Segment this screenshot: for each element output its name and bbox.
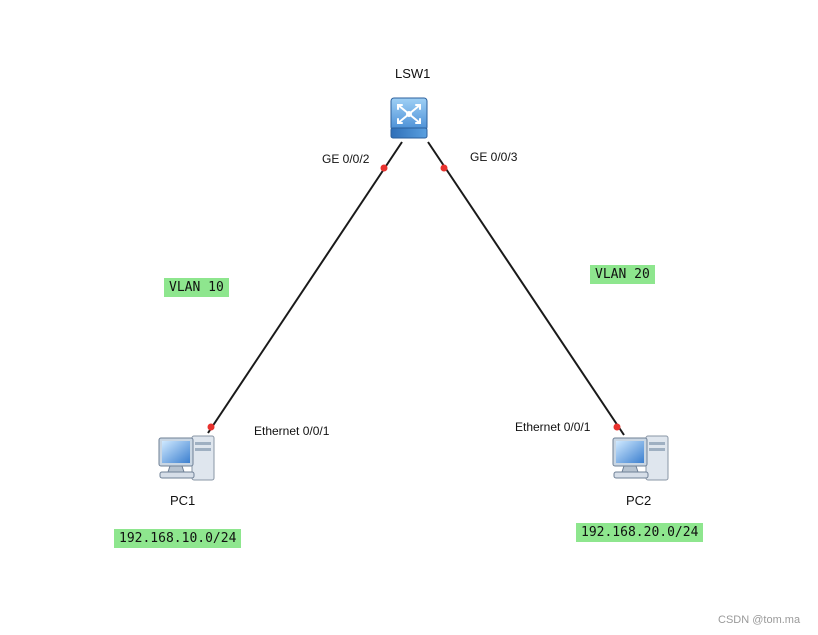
pc2[interactable] bbox=[610, 432, 672, 484]
port-label-ge-0-0-3: GE 0/0/3 bbox=[470, 150, 518, 164]
link-lsw1-pc1[interactable] bbox=[207, 141, 403, 434]
switch-label: LSW1 bbox=[395, 66, 431, 81]
pc1[interactable] bbox=[156, 432, 218, 484]
port-dot-pc1-ethernet[interactable] bbox=[207, 423, 215, 431]
port-dot-ge-0-0-2[interactable] bbox=[380, 164, 388, 172]
vlan-tag-right: VLAN 20 bbox=[590, 265, 655, 284]
port-dot-pc2-ethernet[interactable] bbox=[613, 423, 621, 431]
subnet-tag-right: 192.168.20.0/24 bbox=[576, 523, 704, 542]
switch-icon bbox=[390, 97, 428, 139]
watermark: CSDN @tom.ma bbox=[718, 614, 801, 626]
port-dot-ge-0-0-3[interactable] bbox=[440, 164, 448, 172]
switch-lsw1[interactable] bbox=[389, 96, 429, 142]
vlan-tag-left: VLAN 10 bbox=[164, 278, 229, 297]
port-label-pc2-ethernet: Ethernet 0/0/1 bbox=[515, 420, 591, 434]
pc1-label: PC1 bbox=[170, 493, 196, 508]
port-label-pc1-ethernet: Ethernet 0/0/1 bbox=[254, 424, 330, 438]
pc-icon bbox=[158, 435, 215, 481]
subnet-tag-left: 192.168.10.0/24 bbox=[114, 529, 242, 548]
port-label-ge-0-0-2: GE 0/0/2 bbox=[322, 152, 370, 166]
pc-icon bbox=[612, 435, 669, 481]
pc2-label: PC2 bbox=[626, 493, 652, 508]
link-lsw1-pc2[interactable] bbox=[427, 141, 625, 436]
